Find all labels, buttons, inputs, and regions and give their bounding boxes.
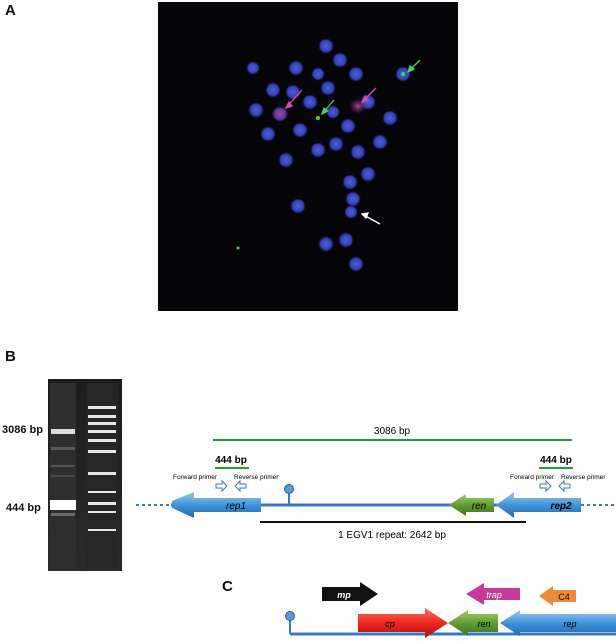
- gene-ren-c: [448, 610, 498, 636]
- gel-lanes: [48, 379, 122, 571]
- gel-label-444: 444 bp: [6, 502, 41, 514]
- gene-cp-label: cp: [385, 619, 395, 629]
- reverse-primer-right-label: Reverse primer: [561, 474, 606, 481]
- signal-green-3: [236, 246, 240, 250]
- panel-a-label: A: [5, 2, 16, 19]
- amplicon-left-label: 444 bp: [215, 455, 247, 466]
- reverse-primer-right-icon: [558, 479, 571, 493]
- fish-micrograph: [158, 2, 458, 311]
- dna-ladder: [88, 406, 116, 531]
- gene-rep2-label: rep2: [550, 501, 572, 512]
- forward-primer-right-label: Forward primer: [510, 474, 555, 481]
- span-3086-label: 3086 bp: [374, 426, 411, 437]
- gel-label-3086: 3086 bp: [2, 424, 43, 436]
- egv1-genome-map-c: mp trap C4 cp ren rep: [280, 582, 616, 639]
- reverse-primer-left-icon: [234, 479, 247, 493]
- panel-b-label: B: [5, 348, 16, 365]
- gene-rep1: [172, 492, 261, 518]
- gene-rep-c: [500, 610, 616, 636]
- panel-c-label: C: [222, 578, 233, 595]
- gene-c4-label: C4: [558, 592, 570, 602]
- forward-primer-left-label: Forward primer: [173, 474, 218, 481]
- signal-magenta-1: [271, 106, 289, 122]
- forward-primer-right-icon: [539, 479, 552, 493]
- gene-rep-c-label: rep: [563, 619, 576, 629]
- amplicon-right-label: 444 bp: [540, 455, 572, 466]
- stem-loop-c-icon: [285, 611, 295, 621]
- gene-rep2: [496, 492, 581, 518]
- gene-mp-label: mp: [337, 590, 351, 600]
- gene-c4: [539, 586, 576, 606]
- gene-ren: [449, 494, 494, 516]
- band-3086: [51, 429, 75, 434]
- gene-mp: [322, 582, 378, 606]
- forward-primer-left-icon: [215, 479, 228, 493]
- reverse-primer-left-label: Reverse primer: [234, 474, 279, 481]
- agarose-gel-image: [48, 379, 122, 571]
- repeat-label: 1 EGV1 repeat: 2642 bp: [338, 530, 446, 541]
- chromosome-spread-image: [158, 2, 458, 311]
- gene-rep1-label: rep1: [226, 501, 246, 512]
- gene-ren-c-label: ren: [477, 619, 490, 629]
- gene-trap-label: trap: [486, 590, 502, 600]
- egv1-genome-map: 3086 bp 444 bp Forward primer Reverse pr…: [136, 420, 616, 545]
- gene-ren-label: ren: [472, 501, 487, 512]
- stem-loop-icon: [284, 484, 294, 494]
- signal-green-1: [316, 116, 320, 120]
- signal-green-2: [401, 72, 405, 76]
- gene-cp: [358, 608, 448, 638]
- band-444: [50, 500, 76, 510]
- gene-trap: [466, 583, 520, 605]
